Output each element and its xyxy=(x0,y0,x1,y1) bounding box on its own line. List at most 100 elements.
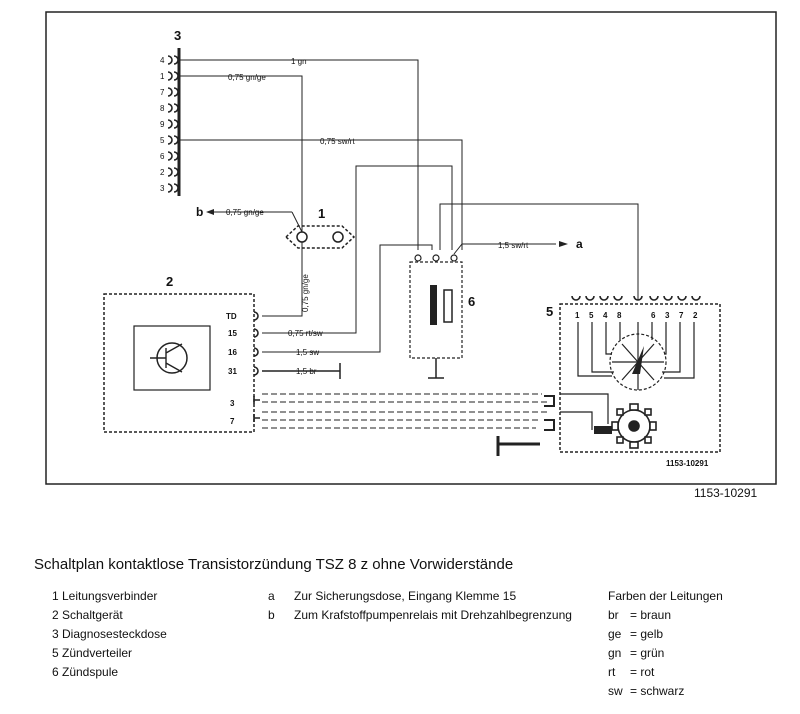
pickup-coil xyxy=(594,426,612,434)
pin-label: 31 xyxy=(228,367,237,376)
legend-item: 3 Diagnosesteckdose xyxy=(52,627,167,641)
end-b: b xyxy=(196,205,203,219)
legend-colors-title: Farben der Leitungen xyxy=(608,589,723,603)
legend-color-item: sw = schwarz xyxy=(608,682,723,701)
arrow-b xyxy=(206,209,214,215)
wire-label-15swrt: 1,5 sw/rt xyxy=(498,241,529,250)
color-key: gn xyxy=(608,646,622,660)
pin-label: 3 xyxy=(160,184,165,193)
wire-to-b-drop xyxy=(291,211,303,233)
wire-to-a xyxy=(453,243,556,255)
pickup-wires xyxy=(560,393,609,430)
component-5-label: 5 xyxy=(546,304,553,319)
unit-2-pins xyxy=(253,311,260,422)
unit-2-pin-labels: TD 15 16 31 3 7 xyxy=(226,312,237,426)
wire-label-15sw: 1,5 sw xyxy=(296,348,319,357)
coil-6-winding-primary xyxy=(430,285,437,325)
pin-label: TD xyxy=(226,312,237,321)
wire-label-1gn: 1 gn xyxy=(291,57,307,66)
distributor-5-pins xyxy=(571,295,701,301)
unit-2-inner-box xyxy=(133,325,211,391)
shielded-cable xyxy=(262,393,548,429)
color-text: = rot xyxy=(630,665,655,679)
color-text: = braun xyxy=(630,608,672,622)
pin-label: 4 xyxy=(603,311,608,320)
pin-label: 2 xyxy=(160,168,165,177)
pin-label: 1 xyxy=(160,72,165,81)
figure-caption: Schaltplan kontaktlose Transistorzündung… xyxy=(34,556,514,573)
connector-1-body xyxy=(284,225,356,249)
distributor-5-body xyxy=(559,303,721,453)
pin-label: 7 xyxy=(230,417,235,426)
color-text: = gelb xyxy=(630,627,664,641)
wire-label-075gnge-b: 0,75 gn/ge xyxy=(226,208,264,217)
connector-1-hole-left xyxy=(296,231,308,243)
legend-text: Zum Krafstoffpumpenrelais mit Drehzahlbe… xyxy=(294,608,572,622)
drawing-number-inner: 1153-10291 xyxy=(666,459,709,468)
legend-colors: Farben der Leitungen br= braun ge= gelb … xyxy=(608,587,723,701)
legend-color-item: rt = rot xyxy=(608,663,723,682)
arrow-a xyxy=(559,241,568,247)
rotor-arm xyxy=(632,346,644,374)
wire-label-075gnge-vertical: 0,75 gn/ge xyxy=(301,274,310,312)
pin-label: 9 xyxy=(160,120,165,129)
pin-label: 5 xyxy=(160,136,165,145)
socket-3-pin-labels: 4 1 7 8 9 5 6 2 3 xyxy=(160,56,165,193)
pin-label: 8 xyxy=(617,311,622,320)
component-3-label: 3 xyxy=(174,28,181,43)
wire-31-ground xyxy=(262,363,341,379)
distributor-5-pin-labels: 1 5 4 8 6 3 7 2 xyxy=(575,311,698,320)
pin-label: 3 xyxy=(665,311,670,320)
distributor-rotor xyxy=(577,322,695,391)
pin-label: 6 xyxy=(160,152,165,161)
color-key: br xyxy=(608,608,619,622)
wire-label-075gnge-top: 0,75 gn/ge xyxy=(228,73,266,82)
legend-connection-a: a Zur Sicherungsdose, Eingang Klemme 15 xyxy=(268,587,572,606)
legend-color-item: ge = gelb xyxy=(608,625,723,644)
pin-label: 15 xyxy=(228,329,237,338)
component-2-label: 2 xyxy=(166,274,173,289)
distributor-ground xyxy=(496,436,540,456)
legend-key: a xyxy=(268,589,275,603)
legend-item: 1 Leitungsverbinder xyxy=(52,589,158,603)
legend-components: 1 Leitungsverbinder 2 Schaltgerät 3 Diag… xyxy=(52,587,167,682)
wire-label-075rtsw: 0,75 rt/sw xyxy=(288,329,323,338)
color-key: ge xyxy=(608,627,622,641)
component-1-label: 1 xyxy=(318,206,325,221)
legend-item: 5 Zündverteiler xyxy=(52,646,133,660)
component-6-label: 6 xyxy=(468,294,475,309)
pin-label: 1 xyxy=(575,311,580,320)
socket-3-pins xyxy=(167,55,179,193)
unit-2-body xyxy=(103,293,255,433)
legend-item: 6 Zündspule xyxy=(52,665,119,679)
legend-text: Zur Sicherungsdose, Eingang Klemme 15 xyxy=(294,589,517,603)
legend-connection-b: b Zum Krafstoffpumpenrelais mit Drehzahlb… xyxy=(268,606,572,625)
color-key: sw xyxy=(608,684,623,698)
pin-label: 5 xyxy=(589,311,594,320)
legend-connections: a Zur Sicherungsdose, Eingang Klemme 15 b… xyxy=(268,587,572,625)
pin-label: 3 xyxy=(230,399,235,408)
legend-item: 2 Schaltgerät xyxy=(52,608,123,622)
connector-1-hole-right xyxy=(332,231,344,243)
legend-color-item: br = braun xyxy=(608,606,723,625)
coil-6-ground xyxy=(428,358,444,379)
distributor-plug xyxy=(544,395,555,431)
transistor-icon-leads xyxy=(150,343,183,373)
drawing-number: 1153-10291 xyxy=(694,486,758,500)
coil-6-body xyxy=(409,261,463,359)
legend-key: b xyxy=(268,608,275,622)
wires-top xyxy=(180,59,639,353)
color-text: = grün xyxy=(630,646,665,660)
diagram-frame xyxy=(45,11,777,485)
trigger-wheel xyxy=(611,403,657,449)
coil-6-terminals xyxy=(414,254,458,262)
color-text: = schwarz xyxy=(630,684,685,698)
pin-label: 2 xyxy=(693,311,698,320)
legend-color-item: gn = grün xyxy=(608,644,723,663)
end-a: a xyxy=(576,237,583,251)
pin-label: 4 xyxy=(160,56,165,65)
color-key: rt xyxy=(608,665,616,679)
pin-label: 16 xyxy=(228,348,237,357)
wiring-diagram: 3 4 1 7 8 9 5 6 2 3 1 gn 0,75 xyxy=(45,11,777,485)
pin-label: 8 xyxy=(160,104,165,113)
